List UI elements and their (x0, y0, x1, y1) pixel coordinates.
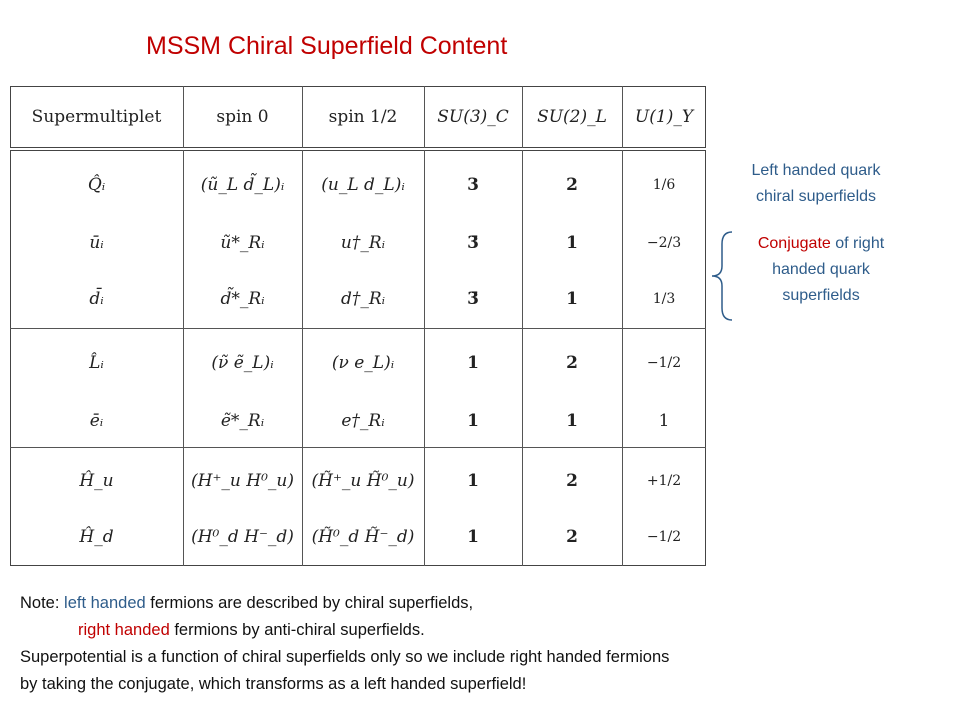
header-table (10, 86, 706, 148)
row-su2: 2 (566, 353, 578, 373)
row-name: Q̂ᵢ (87, 175, 106, 195)
row-su2: 2 (566, 471, 578, 491)
header-spin-half: spin 1/2 (328, 107, 398, 127)
row-spin0: (ν̃ ẽ_L)ᵢ (211, 353, 274, 373)
row-su2: 1 (566, 289, 578, 309)
row-su3: 1 (467, 411, 479, 431)
annotation-left-quark: Left handed quark chiral superfields (716, 158, 916, 210)
note-line1-rest: fermions are described by chiral superfi… (145, 594, 474, 612)
row-u1: 1 (658, 411, 670, 431)
annotation-left-quark-line2: chiral superfields (755, 188, 877, 205)
row-spin-half: (u_L d_L)ᵢ (321, 175, 405, 195)
row-spin0: (H⁺_u H⁰_u) (190, 471, 294, 491)
row-su2: 1 (566, 411, 578, 431)
row-u1: 1/6 (652, 177, 676, 193)
annotation-conjugate: Conjugate of right handed quark superfie… (716, 231, 926, 309)
row-spin-half: u†_Rᵢ (340, 233, 386, 253)
row-name: ēᵢ (89, 411, 104, 431)
row-su3: 1 (467, 471, 479, 491)
row-u1: −2/3 (646, 235, 682, 251)
row-su3: 1 (467, 353, 479, 373)
row-su3: 3̄ (467, 289, 479, 309)
row-name: ūᵢ (89, 233, 104, 253)
note-right-handed: right handed (78, 621, 170, 639)
row-u1: −1/2 (646, 355, 682, 371)
annotation-conjugate-rest: of right (830, 235, 885, 252)
note-line2: right handed fermions by anti-chiral sup… (20, 617, 950, 644)
row-su2: 2 (566, 175, 578, 195)
row-name: Ĥ_u (79, 471, 114, 491)
row-spin0: d̃*_Rᵢ (220, 289, 265, 309)
row-su3: 1 (467, 527, 479, 547)
row-su2: 1 (566, 233, 578, 253)
header-spin0: spin 0 (216, 107, 269, 127)
annotation-left-quark-line1: Left handed quark (751, 162, 881, 179)
note-line3: Superpotential is a function of chiral s… (20, 648, 670, 666)
row-su2: 2 (566, 527, 578, 547)
annotation-conjugate-word: Conjugate (757, 235, 831, 252)
row-spin0: ũ*_Rᵢ (220, 233, 265, 253)
row-su3: 3̄ (467, 233, 479, 253)
row-spin-half: (ν e_L)ᵢ (331, 353, 395, 373)
note-block: Note: left handed fermions are described… (20, 590, 950, 698)
note-line4: by taking the conjugate, which transform… (20, 675, 527, 693)
row-u1: 1/3 (652, 291, 676, 307)
row-spin-half: (H̃⁰_d H̃⁻_d) (311, 527, 415, 547)
row-spin0: ẽ*_Rᵢ (220, 411, 265, 431)
annotation-conjugate-line2: handed quark (772, 261, 870, 278)
row-spin-half: (H̃⁺_u H̃⁰_u) (311, 471, 415, 491)
note-line1: Note: left handed fermions are described… (20, 590, 950, 617)
row-u1: +1/2 (646, 473, 682, 489)
note-prefix: Note: (20, 594, 65, 612)
page-title: MSSM Chiral Superfield Content (146, 32, 508, 60)
row-name: L̂ᵢ (89, 353, 104, 373)
row-su3: 3 (467, 175, 479, 195)
body-table (10, 150, 706, 566)
row-spin0: (ũ_L d̃_L)ᵢ (200, 175, 285, 195)
note-left-handed: left handed (64, 594, 146, 612)
header-su3: SU(3)_C (437, 107, 509, 127)
note-line2-rest: fermions by anti-chiral superfields. (169, 621, 425, 639)
header-u1: U(1)_Y (634, 107, 694, 127)
row-u1: −1/2 (646, 529, 682, 545)
annotation-conjugate-line1: Conjugate of right (716, 231, 926, 257)
header-su2: SU(2)_L (537, 107, 607, 127)
header-supermultiplet: Supermultiplet (31, 107, 162, 127)
row-spin-half: e†_Rᵢ (341, 411, 385, 431)
row-spin0: (H⁰_d H⁻_d) (191, 527, 294, 547)
row-name: d̄ᵢ (89, 289, 104, 309)
row-spin-half: d†_Rᵢ (340, 289, 386, 309)
curly-brace-icon (711, 231, 733, 321)
row-name: Ĥ_d (79, 527, 114, 547)
annotation-conjugate-line3: superfields (782, 287, 860, 304)
